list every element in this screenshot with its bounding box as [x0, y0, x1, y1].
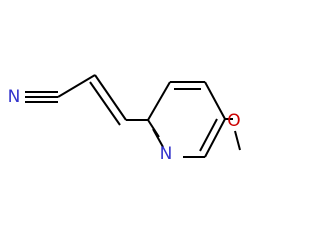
- bond-oxygen-to-methyl: [234, 130, 241, 151]
- atom-nitrile-n: N: [8, 87, 21, 107]
- bond-cn-to-vinyl: [57, 74, 96, 98]
- atom-pyridine-n: N: [160, 144, 173, 164]
- atom-methoxy-o: O: [227, 111, 240, 131]
- vinyl-double-bond: [89, 74, 127, 126]
- molecule-structure: N N O: [8, 74, 241, 164]
- nitrile-triple-bond: [25, 91, 58, 103]
- molecule-diagram: N N O: [7, 74, 241, 164]
- pyridine-ring: [147, 81, 226, 158]
